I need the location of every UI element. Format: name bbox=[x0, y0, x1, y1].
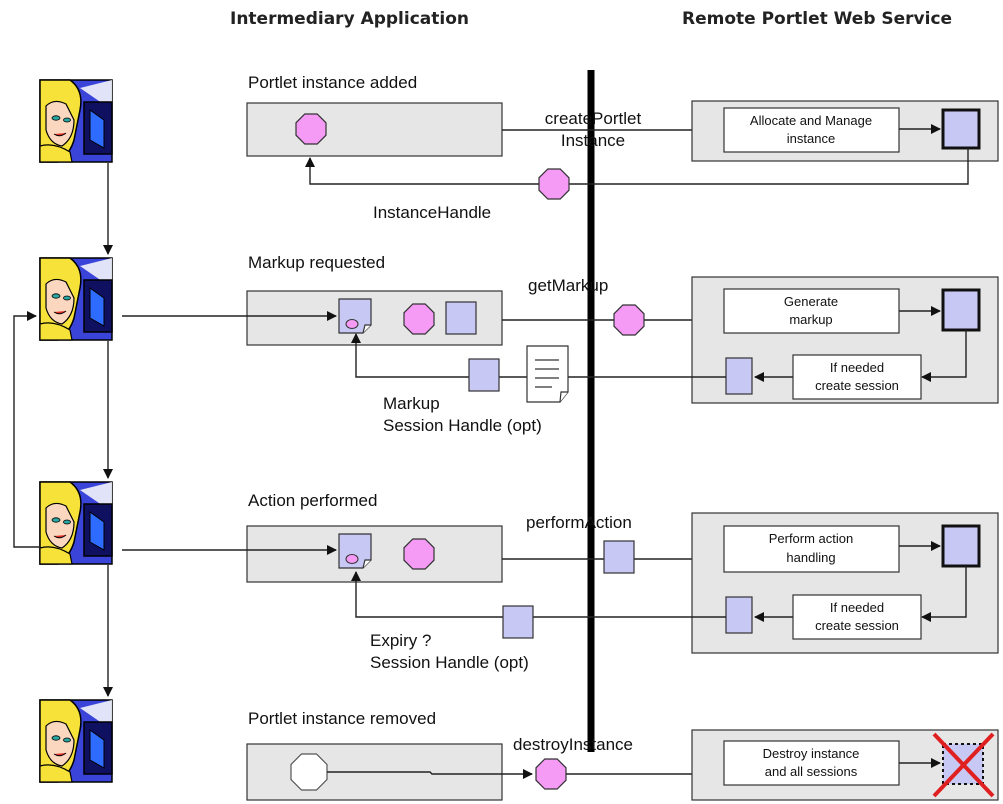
destroy-box bbox=[723, 740, 900, 786]
stage-3-panel bbox=[246, 525, 503, 583]
stage-3-title: Action performed bbox=[248, 491, 377, 510]
return-session-label-2: Session Handle (opt) bbox=[383, 416, 542, 435]
stage-1-title: Portlet instance added bbox=[248, 73, 417, 92]
return-session-label-3: Session Handle (opt) bbox=[370, 653, 529, 672]
perform-action-box bbox=[723, 525, 900, 573]
session3-line2: create session bbox=[815, 618, 899, 633]
return-arrow-3 bbox=[351, 571, 726, 618]
allocate-line1: Allocate and Manage bbox=[750, 113, 872, 128]
destroy-arrow-left bbox=[327, 769, 533, 779]
session-square-icon bbox=[445, 301, 477, 335]
return-arrow-1 bbox=[305, 148, 969, 185]
generate-markup-box bbox=[723, 288, 900, 334]
request-octagon-icon bbox=[613, 304, 645, 336]
user-4-icon bbox=[39, 699, 113, 783]
user-1-icon bbox=[39, 79, 113, 163]
removed-octagon-icon bbox=[290, 753, 328, 791]
instance-handle-icon bbox=[538, 168, 570, 200]
generate-line1: Generate bbox=[784, 294, 838, 309]
perform-line2: handling bbox=[786, 550, 835, 565]
user-2-icon bbox=[39, 257, 113, 341]
allocate-box bbox=[723, 107, 900, 153]
stage-4-title: Portlet instance removed bbox=[248, 709, 436, 728]
session-handle-square-icon bbox=[725, 357, 753, 395]
return-expiry-label: Expiry ? bbox=[370, 631, 431, 650]
destroy-line1: Destroy instance bbox=[763, 746, 860, 761]
portlet-octagon-icon bbox=[403, 303, 435, 335]
action-session-square-icon bbox=[603, 540, 635, 574]
session3-line1: If needed bbox=[830, 600, 884, 615]
allocate-line2: instance bbox=[787, 131, 835, 146]
return-arrow-2 bbox=[351, 333, 726, 378]
instance-handle-label: InstanceHandle bbox=[373, 203, 491, 222]
call-create-line2: Instance bbox=[561, 131, 625, 150]
header-remote-service: Remote Portlet Web Service bbox=[682, 9, 952, 29]
call-getmarkup: getMarkup bbox=[528, 276, 608, 295]
header-intermediary: Intermediary Application bbox=[230, 9, 469, 29]
destroy-line2: and all sessions bbox=[765, 764, 858, 779]
instance-square-icon bbox=[941, 108, 981, 150]
session-box-3 bbox=[792, 594, 922, 640]
perform-line1: Perform action bbox=[769, 531, 854, 546]
action-fragment-icon bbox=[338, 533, 372, 569]
session-box-2 bbox=[792, 354, 922, 400]
to-session-arrow-2 bbox=[921, 330, 967, 382]
markup-document-icon bbox=[526, 345, 569, 403]
stage-1-panel bbox=[246, 102, 503, 157]
session2-line1: If needed bbox=[830, 360, 884, 375]
destroy-octagon-icon bbox=[535, 758, 567, 790]
markup-square-icon bbox=[941, 288, 981, 332]
call-performaction: performAction bbox=[526, 513, 632, 532]
session2-line2: create session bbox=[815, 378, 899, 393]
stage-2-title: Markup requested bbox=[248, 253, 385, 272]
user-3-icon bbox=[39, 481, 113, 565]
action-octagon-icon bbox=[403, 538, 435, 570]
session-handle-square-icon-3 bbox=[725, 596, 753, 634]
red-x-icon bbox=[932, 732, 995, 798]
call-destroyinstance: destroyInstance bbox=[513, 735, 633, 754]
returned-session-square-icon bbox=[468, 358, 500, 392]
to-session-arrow-3 bbox=[921, 566, 967, 622]
action-result-square-icon bbox=[941, 524, 981, 568]
generate-line2: markup bbox=[789, 312, 832, 327]
loop-arrow bbox=[13, 311, 40, 548]
portlet-instance-icon bbox=[295, 113, 327, 145]
call-create-line1: createPortlet bbox=[545, 109, 642, 128]
return-markup-label: Markup bbox=[383, 394, 440, 413]
markup-fragment-icon bbox=[338, 298, 372, 334]
returned-session-square-icon-3 bbox=[502, 605, 534, 639]
